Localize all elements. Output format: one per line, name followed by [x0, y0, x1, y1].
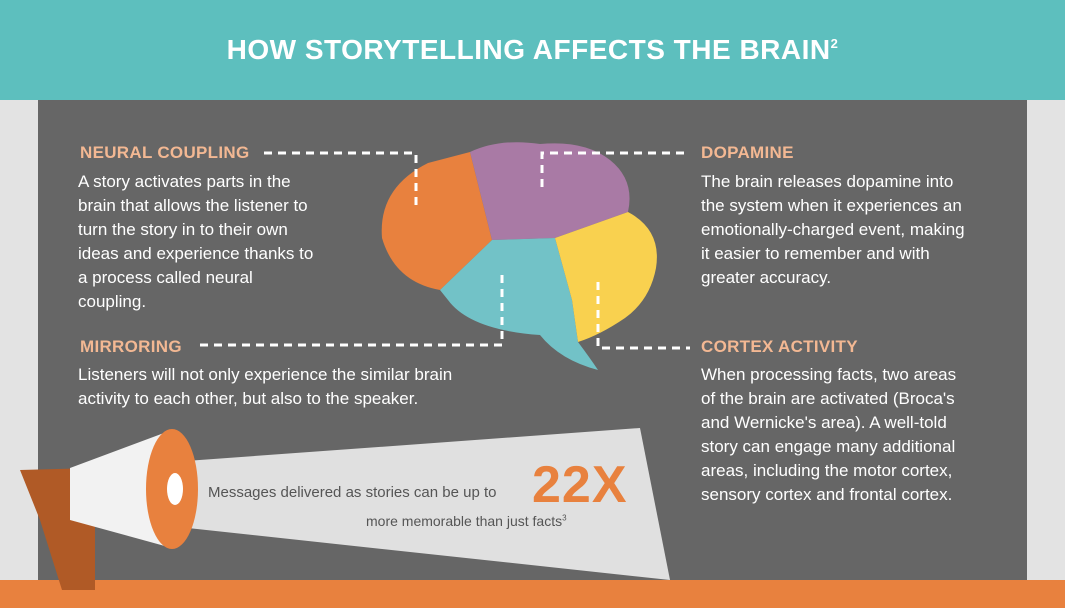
megaphone-body: [70, 430, 172, 548]
text-line: When processing facts, two areas: [701, 365, 957, 384]
page-title: HOW STORYTELLING AFFECTS THE BRAIN2: [0, 34, 1065, 66]
text-line: emotionally-charged event, making: [701, 220, 965, 239]
megaphone-line1: Messages delivered as stories can be up …: [208, 484, 497, 501]
right-margin: [1027, 100, 1065, 580]
text-line: The brain releases dopamine into: [701, 172, 954, 191]
mirroring-title: MIRRORING: [80, 337, 182, 356]
brain-purple-lobe: [470, 142, 630, 240]
connector-dopamine: [540, 151, 690, 187]
neural-coupling-title: NEURAL COUPLING: [80, 143, 250, 162]
text-line: greater accuracy.: [701, 268, 832, 287]
text-line: brain that allows the listener to: [78, 196, 308, 215]
megaphone-beam: [160, 428, 670, 580]
megaphone-line2: more memorable than just facts3: [366, 513, 567, 529]
text-line: ideas and experience thanks to: [78, 244, 314, 263]
text-line: coupling.: [78, 292, 147, 311]
megaphone-icon: [20, 428, 670, 590]
megaphone-mouth: [167, 473, 183, 505]
neural-coupling-text: A story activates parts in the brain tha…: [78, 170, 368, 314]
cortex-activity-title: CORTEX ACTIVITY: [701, 337, 858, 356]
text-line: turn the story in to their own: [78, 220, 288, 239]
left-margin: [0, 100, 38, 580]
dopamine-title: DOPAMINE: [701, 143, 794, 162]
text-line: the system when it experiences an: [701, 196, 962, 215]
brain-icon: [381, 142, 657, 370]
text-line: story can engage many additional: [701, 437, 956, 456]
text-line: areas, including the motor cortex,: [701, 461, 953, 480]
text-line: sensory cortex and frontal cortex.: [701, 485, 953, 504]
megaphone-line2-text: more memorable than just facts: [366, 513, 563, 529]
text-line: activity to each other, but also to the …: [78, 389, 419, 408]
text-line: of the brain are activated (Broca's: [701, 389, 955, 408]
bottom-bar: [0, 580, 1065, 608]
connector-lines: [200, 151, 690, 350]
dopamine-text: The brain releases dopamine into the sys…: [701, 170, 1011, 290]
header-banner: [0, 0, 1065, 100]
brain-yellow-lobe: [555, 212, 657, 342]
text-line: it easier to remember and with: [701, 244, 930, 263]
cortex-activity-text: When processing facts, two areas of the …: [701, 363, 1011, 507]
connector-neural-coupling: [264, 151, 418, 210]
page-title-text: HOW STORYTELLING AFFECTS THE BRAIN: [226, 34, 831, 65]
text-line: a process called neural: [78, 268, 253, 287]
megaphone-footnote: 3: [562, 513, 567, 523]
stat-22x: 22X: [532, 456, 628, 514]
text-line: A story activates parts in the: [78, 172, 291, 191]
title-footnote: 2: [830, 36, 839, 51]
text-line: Listeners will not only experience the s…: [78, 365, 453, 384]
connector-cortex: [596, 282, 690, 350]
brain-orange-lobe: [381, 152, 492, 290]
brain-teal-lobe: [440, 238, 598, 370]
mirroring-text: Listeners will not only experience the s…: [78, 363, 518, 411]
connector-mirroring: [200, 270, 504, 347]
text-line: and Wernicke's area). A well-told: [701, 413, 947, 432]
